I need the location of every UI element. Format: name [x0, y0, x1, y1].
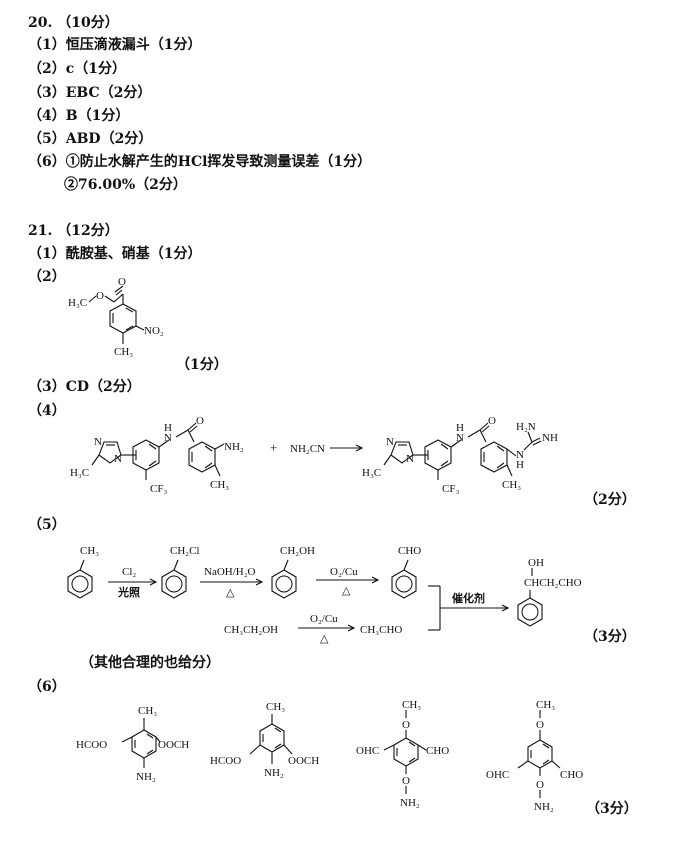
svg-text:CH₃CHO: CH₃CHO	[360, 624, 402, 636]
svg-text:OHC: OHC	[356, 745, 379, 757]
svg-text:CH₃: CH₃	[502, 479, 521, 491]
svg-text:O₂/Cu: O₂/Cu	[310, 613, 338, 625]
q21-part-4-score: （2分）	[584, 492, 636, 508]
svg-text:N: N	[516, 449, 524, 461]
svg-text:NH: NH	[542, 432, 558, 444]
svg-text:Cl₂: Cl₂	[122, 566, 136, 578]
svg-text:CH₂Cl: CH₂Cl	[170, 545, 200, 557]
svg-text:N: N	[164, 432, 172, 444]
q20-line-3: （3）EBC（2分）	[28, 85, 152, 101]
svg-text:O: O	[402, 775, 410, 787]
svg-text:OH: OH	[528, 557, 544, 569]
svg-text:N: N	[386, 436, 394, 448]
svg-text:CH₃: CH₃	[536, 699, 555, 711]
reaction-guanidine: N N H₃C CF₃ H N O NH₂ CH₃ + NH₂CN N N H₃…	[70, 415, 558, 495]
svg-text:O₂/Cu: O₂/Cu	[330, 566, 358, 578]
svg-text:NH₂: NH₂	[264, 767, 284, 779]
svg-text:光照: 光照	[117, 585, 140, 599]
svg-text:NaOH/H₂O: NaOH/H₂O	[204, 566, 256, 578]
svg-text:CF₃: CF₃	[150, 483, 167, 495]
isomer-structures: CH₃ HCOO OOCH NH₂ CH₃ HCOO OOCH NH₂ CH₃ …	[76, 699, 583, 813]
svg-text:HCOO: HCOO	[76, 739, 107, 751]
svg-text:CHO: CHO	[398, 545, 421, 557]
svg-text:H: H	[456, 422, 464, 434]
svg-text:CHCH₂CHO: CHCH₂CHO	[524, 577, 582, 589]
synthesis-route: CH₃ Cl₂ 光照 CH₂Cl NaOH/H₂O △ CH₂OH O₂/Cu …	[67, 545, 582, 645]
svg-text:O: O	[536, 719, 544, 731]
svg-text:NH₂: NH₂	[534, 801, 554, 813]
svg-text:N: N	[456, 432, 464, 444]
q21-part-2: （2）	[28, 269, 66, 285]
svg-text:HCOO: HCOO	[210, 755, 241, 767]
q21-part-6: （6）	[28, 679, 66, 695]
q21-part-5: （5）	[28, 517, 66, 533]
svg-text:NH₂CN: NH₂CN	[290, 443, 325, 455]
structure-methyl-ester: H₃C O O NO₂ CH₃	[68, 276, 164, 358]
svg-text:CH₃: CH₃	[138, 705, 157, 717]
q20-line-4: （4）B（1分）	[28, 108, 130, 124]
svg-text:CH₃: CH₃	[210, 479, 229, 491]
svg-text:OHC: OHC	[486, 769, 509, 781]
q20-line-2: （2）c（1分）	[28, 61, 127, 77]
svg-text:O: O	[96, 290, 104, 302]
q21-part-5-note: （其他合理的也给分）	[80, 655, 220, 671]
svg-text:O: O	[196, 415, 204, 427]
q20-line-5: （5）ABD（2分）	[28, 131, 153, 147]
svg-text:OOCH: OOCH	[158, 739, 189, 751]
q21-part-4: （4）	[28, 403, 66, 419]
svg-text:CHO: CHO	[560, 769, 583, 781]
svg-text:H: H	[516, 459, 524, 471]
svg-text:N: N	[114, 453, 122, 465]
svg-text:CF₃: CF₃	[442, 483, 459, 495]
svg-text:催化剂: 催化剂	[452, 591, 485, 605]
q21-part-6-score: （3分）	[586, 801, 638, 817]
svg-text:O: O	[402, 719, 410, 731]
svg-text:NO₂: NO₂	[144, 325, 164, 337]
svg-text:+: +	[270, 440, 277, 455]
svg-text:H: H	[164, 422, 172, 434]
svg-text:H₃C: H₃C	[362, 467, 381, 479]
svg-text:CH₃CH₂OH: CH₃CH₂OH	[224, 624, 278, 636]
svg-text:CH₃: CH₃	[402, 699, 421, 711]
svg-text:△: △	[342, 585, 351, 597]
q21-part-3: （3）CD（2分）	[28, 379, 141, 395]
svg-text:NH₂: NH₂	[400, 797, 420, 809]
svg-text:N: N	[406, 453, 414, 465]
svg-text:H₂N: H₂N	[516, 421, 536, 433]
q20-line-1: （1）恒压滴液漏斗（1分）	[28, 37, 202, 53]
q20-line-7: ②76.00%（2分）	[64, 177, 187, 193]
svg-text:N: N	[94, 436, 102, 448]
svg-text:NH₂: NH₂	[136, 771, 156, 783]
q21-part-2-score: （1分）	[176, 357, 228, 373]
svg-text:CHO: CHO	[426, 745, 449, 757]
svg-text:CH₃: CH₃	[114, 346, 133, 358]
svg-text:O: O	[488, 415, 496, 427]
q20-header: 20. （10分）	[28, 15, 119, 31]
svg-text:H₃C: H₃C	[68, 297, 87, 309]
q21-header: 21. （12分）	[28, 223, 119, 239]
svg-text:OOCH: OOCH	[288, 755, 319, 767]
svg-text:H₃C: H₃C	[70, 467, 89, 479]
q20-line-6: （6）①防止水解产生的HCl挥发导致测量误差（1分）	[28, 154, 372, 170]
svg-text:CH₂OH: CH₂OH	[280, 545, 315, 557]
svg-text:NH₂: NH₂	[224, 441, 244, 453]
q21-part-5-score: （3分）	[584, 629, 636, 645]
svg-text:O: O	[536, 779, 544, 791]
svg-text:△: △	[226, 587, 235, 599]
svg-text:CH₃: CH₃	[266, 701, 285, 713]
svg-text:O: O	[118, 276, 126, 288]
q21-part-1: （1）酰胺基、硝基（1分）	[28, 246, 202, 262]
svg-text:△: △	[320, 633, 329, 645]
svg-text:CH₃: CH₃	[80, 545, 99, 557]
